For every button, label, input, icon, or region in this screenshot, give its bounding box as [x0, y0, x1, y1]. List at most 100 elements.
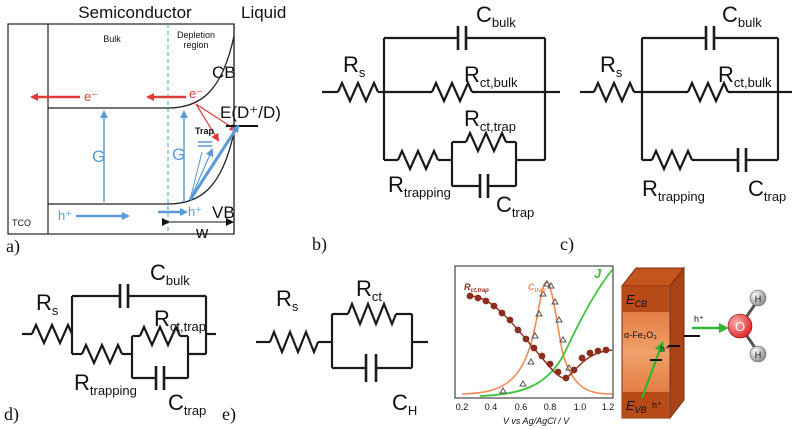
- electron-label-bulk: e⁻: [84, 89, 98, 104]
- material-label: α-Fe₂O₃: [624, 330, 657, 340]
- electron-label-depletion: e⁻: [189, 86, 203, 101]
- ctrap-point: [527, 358, 535, 365]
- panel-c-label: c): [560, 234, 574, 255]
- rct-point: [482, 297, 490, 305]
- evb-label: EVB: [626, 398, 647, 415]
- rct-point: [554, 368, 562, 376]
- e-rct-label: Rct: [356, 276, 382, 304]
- vb-label: VB: [212, 203, 235, 222]
- hole-trap-arrow-2: [189, 151, 203, 201]
- d-rcttrap-label: Rct,trap: [154, 306, 206, 334]
- ctrap-point: [551, 298, 559, 305]
- valence-band: [48, 131, 235, 205]
- ctrap-point: [559, 336, 567, 343]
- d-rtrapping-resistor: [80, 342, 124, 366]
- ctrap-point: [539, 290, 547, 297]
- hole-label-a: h⁺: [652, 400, 662, 410]
- oxygen-atom: [727, 313, 753, 339]
- liquid-title: Liquid: [241, 3, 286, 22]
- vb-band: [622, 392, 670, 418]
- ctrap-markers: [499, 280, 573, 394]
- electron-trap-arrow: [195, 103, 220, 142]
- c-rctbulk-label: Rct,bulk: [718, 62, 772, 90]
- ctrap-point: [555, 316, 563, 323]
- d-ctrap-label: Ctrap: [168, 390, 206, 418]
- rct-point: [514, 326, 522, 334]
- ctrap-point: [531, 332, 539, 339]
- b-ctrap-label: Ctrap: [496, 192, 534, 220]
- x-tick: 1.2: [602, 402, 615, 412]
- panel-d-circuit: Rs Cbulk Rtrapping Rct,trap Ctrap d): [4, 260, 216, 425]
- rct-point: [570, 366, 578, 374]
- panel-d-label: d): [4, 404, 19, 425]
- ctrap-point: [499, 387, 507, 394]
- rct-point: [602, 346, 610, 354]
- e-ch-label: CH: [392, 390, 417, 418]
- b-rctbulk-label: Rct,bulk: [464, 62, 518, 90]
- panel-b-circuit: Rs Cbulk Rct,bulk Rtrapping Rct,trap Ctr: [312, 2, 560, 255]
- c-rtrapping-resistor: [650, 148, 694, 172]
- hydrogen-atom-1: [749, 289, 767, 307]
- panel-a-band-diagram: Semiconductor Liquid Bulk Depletion regi…: [6, 3, 286, 257]
- b-rs-label: Rs: [343, 52, 366, 80]
- b-rs-resistor: [336, 80, 380, 104]
- hole-label-b: h⁺: [660, 344, 670, 354]
- b-rtrapping-resistor: [396, 148, 440, 172]
- hydrogen-atom-2: [749, 345, 767, 363]
- rct-point: [498, 309, 506, 317]
- panel-e-circuit: Rs Rct CH e): [222, 276, 428, 425]
- d-rs-resistor: [30, 322, 74, 346]
- panel-b-label: b): [312, 234, 327, 255]
- j-legend: J: [594, 266, 602, 281]
- ecb-label: ECB: [626, 292, 647, 309]
- b-rcttrap-label: Rct,trap: [464, 106, 516, 134]
- rct-point: [474, 294, 482, 302]
- rcttrap-markers: [466, 292, 610, 382]
- b-cbulk-label: Cbulk: [476, 2, 516, 30]
- ctrap-point: [565, 364, 573, 371]
- depletion-label-1: Depletion: [177, 30, 215, 40]
- x-tick: 0.2: [456, 402, 469, 412]
- depletion-label-2: region: [183, 40, 208, 50]
- depletion-width-label: w: [195, 223, 209, 242]
- rct-point: [546, 360, 554, 368]
- d-rs-label: Rs: [36, 290, 59, 318]
- hydrogen-label-1: H: [755, 294, 762, 304]
- redox-label: E(D⁺/D): [220, 103, 281, 122]
- bulk-label: Bulk: [103, 34, 121, 44]
- c-ctrap-label: Ctrap: [748, 176, 786, 204]
- x-axis-label: V vs Ag/AgCl / V: [503, 416, 570, 426]
- rct-point: [586, 349, 594, 357]
- c-cbulk-label: Cbulk: [722, 2, 762, 30]
- generation-label-depletion: G: [172, 145, 185, 164]
- semiconductor-title: Semiconductor: [78, 3, 192, 22]
- d-rcttrap-resistor: [138, 324, 182, 348]
- rct-point: [578, 354, 586, 362]
- tco-label: TCO: [12, 218, 31, 228]
- ctrap-point: [547, 282, 555, 289]
- hematite-cube: ECB EVB α-Fe₂O₃ h⁺ h⁺ h⁺: [620, 266, 729, 420]
- trap-label: Trap: [195, 126, 215, 136]
- rct-point: [594, 347, 602, 355]
- hole-label-bulk: h⁺: [58, 208, 72, 223]
- ctrap-legend: Ctrap: [528, 282, 546, 294]
- rct-point: [562, 374, 570, 382]
- generation-label-bulk: G: [92, 147, 105, 166]
- e-rs-label: Rs: [276, 286, 299, 314]
- c-rs-label: Rs: [600, 52, 623, 80]
- inset-chart: Rct,trap Ctrap J 0.2 0.4 0.6 0.8 1.0 1.2…: [454, 265, 615, 426]
- cb-band: [622, 286, 670, 312]
- panel-e-label: e): [222, 404, 236, 425]
- x-tick: 0.4: [485, 402, 498, 412]
- b-rctbulk-resistor: [430, 80, 474, 104]
- rct-point: [522, 335, 530, 343]
- rct-point: [538, 352, 546, 360]
- cb-label: CB: [212, 63, 236, 82]
- c-rs-resistor: [592, 80, 636, 104]
- x-tick: 0.8: [544, 402, 557, 412]
- panel-c-circuit: Rs Cbulk Rct,bulk Rtrapping Ctrap c): [560, 2, 792, 255]
- rct-point: [530, 344, 538, 352]
- ctrap-point: [519, 380, 527, 387]
- x-tick: 0.6: [515, 402, 528, 412]
